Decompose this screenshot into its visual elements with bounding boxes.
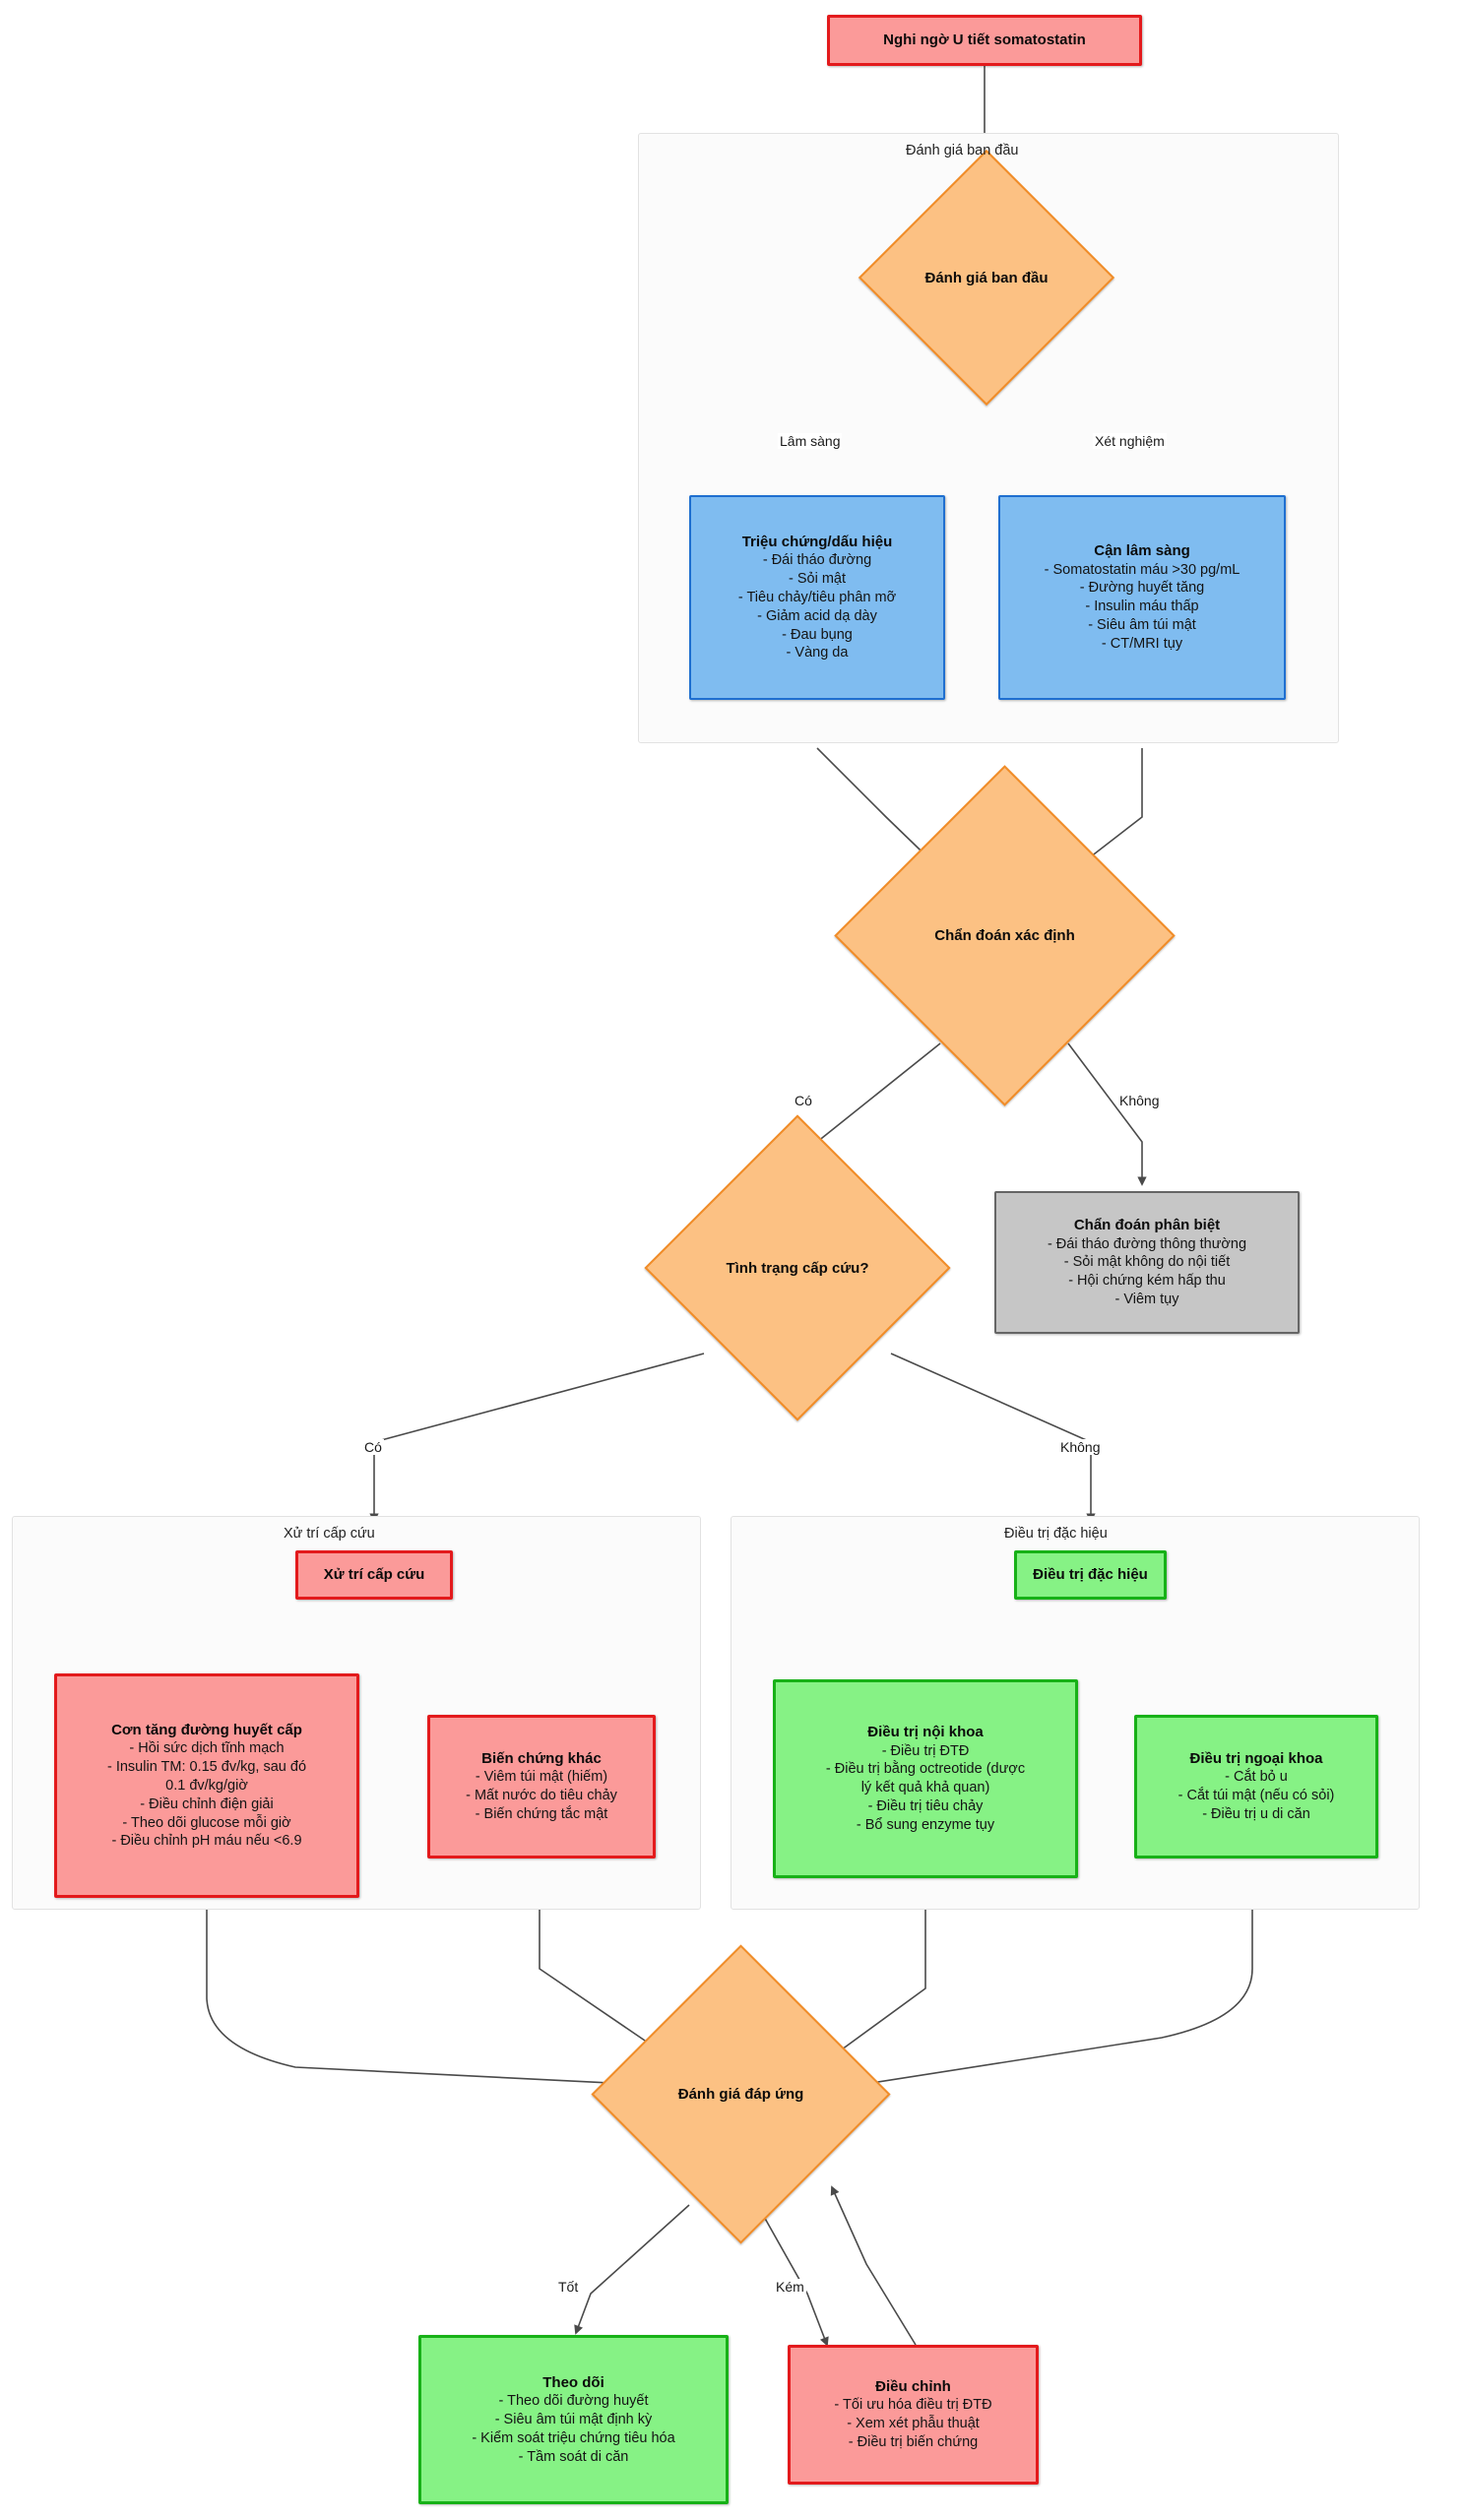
edge-label-response-good: Tốt: [556, 2279, 581, 2295]
node-hyperglycemia-line-1: - Insulin TM: 0.15 đv/kg, sau đó: [106, 1759, 307, 1776]
node-differential-title: Chẩn đoán phân biệt: [1073, 1217, 1221, 1234]
subgraph-initial-assessment-title: Đánh giá ban đầu: [906, 143, 1019, 158]
node-medical-treatment-line-2: lý kết quả khả quan): [860, 1780, 990, 1796]
edge-label-lab: Xét nghiệm: [1093, 433, 1167, 449]
node-other-complications-line-0: - Viêm túi mật (hiếm): [475, 1769, 608, 1786]
node-adjust-line-2: - Điều trị biến chứng: [848, 2434, 979, 2451]
node-clinical[interactable]: Triệu chứng/dấu hiệu - Đái tháo đường - …: [689, 495, 945, 700]
node-emergency-decision-label: Tình trạng cấp cứu?: [726, 1259, 869, 1277]
node-adjust-line-1: - Xem xét phẫu thuật: [847, 2416, 980, 2432]
edge-label-confirm-yes: Có: [793, 1093, 814, 1108]
node-clinical-line-0: - Đái tháo đường: [762, 552, 872, 569]
node-hyperglycemia[interactable]: Cơn tăng đường huyết cấp - Hồi sức dịch …: [54, 1673, 359, 1898]
node-surgical-treatment-line-1: - Cắt túi mật (nếu có sỏi): [1177, 1788, 1335, 1804]
node-response-decision[interactable]: Đánh giá đáp ứng: [591, 1944, 891, 2244]
node-medical-treatment-line-3: - Điều trị tiêu chảy: [867, 1798, 984, 1815]
node-hyperglycemia-line-3: - Điều chỉnh điện giải: [140, 1796, 274, 1812]
node-adjust-title: Điều chỉnh: [875, 2377, 951, 2395]
node-confirm-diagnosis-label: Chẩn đoán xác định: [934, 927, 1075, 944]
node-surgical-treatment[interactable]: Điều trị ngoại khoa - Cắt bỏ u - Cắt túi…: [1134, 1715, 1378, 1858]
node-specific-head-title: Điều trị đặc hiệu: [1033, 1566, 1148, 1584]
node-differential[interactable]: Chẩn đoán phân biệt - Đái tháo đường thô…: [994, 1191, 1300, 1334]
node-other-complications[interactable]: Biến chứng khác - Viêm túi mật (hiếm) - …: [427, 1715, 656, 1858]
edge-hyperglycemia-to-response: [206, 1897, 652, 2090]
node-clinical-line-4: - Đau bụng: [782, 626, 853, 643]
node-specific-head[interactable]: Điều trị đặc hiệu: [1014, 1550, 1167, 1600]
subgraph-emergency-title: Xử trí cấp cứu: [284, 1526, 375, 1542]
node-medical-treatment-title: Điều trị nội khoa: [867, 1724, 984, 1741]
node-hyperglycemia-line-2: 0.1 đv/kg/giờ: [165, 1777, 248, 1794]
node-adjust-line-0: - Tối ưu hóa điều trị ĐTĐ: [834, 2397, 992, 2414]
node-followup-line-2: - Kiểm soát triệu chứng tiêu hóa: [472, 2429, 675, 2446]
edge-confirm-to-differential: [1067, 1042, 1147, 1186]
edge-label-emergency-no: Không: [1058, 1439, 1103, 1455]
edge-emergency-no: [890, 1353, 1096, 1523]
edge-label-response-poor: Kém: [774, 2279, 806, 2295]
edge-label-confirm-no: Không: [1117, 1093, 1162, 1108]
node-surgical-treatment-line-0: - Cắt bỏ u: [1225, 1769, 1288, 1786]
node-differential-line-2: - Hội chứng kém hấp thu: [1068, 1273, 1226, 1290]
node-emergency-head[interactable]: Xử trí cấp cứu: [295, 1550, 453, 1600]
node-hyperglycemia-line-5: - Điều chỉnh pH máu nếu <6.9: [111, 1833, 302, 1850]
edge-adjust-to-response: [830, 2185, 917, 2346]
node-initial-decision-label: Đánh giá ban đầu: [924, 269, 1049, 286]
node-confirm-diagnosis[interactable]: Chẩn đoán xác định: [834, 765, 1176, 1106]
node-initial-decision[interactable]: Đánh giá ban đầu: [858, 149, 1115, 407]
edge-label-emergency-yes: Có: [362, 1439, 384, 1455]
node-emergency-head-title: Xử trí cấp cứu: [323, 1566, 425, 1584]
node-response-decision-label: Đánh giá đáp ứng: [677, 2086, 804, 2103]
node-clinical-line-3: - Giảm acid dạ dày: [757, 607, 877, 624]
node-followup-line-0: - Theo dõi đường huyết: [498, 2393, 649, 2410]
node-differential-line-1: - Sỏi mật không do nội tiết: [1063, 1254, 1231, 1271]
node-clinical-line-1: - Sỏi mật: [788, 571, 846, 588]
node-followup-title: Theo dõi: [542, 2373, 604, 2391]
node-hyperglycemia-line-0: - Hồi sức dịch tĩnh mạch: [129, 1740, 285, 1757]
node-followup[interactable]: Theo dõi - Theo dõi đường huyết - Siêu â…: [418, 2335, 729, 2504]
node-paraclinical-line-1: - Đường huyết tăng: [1079, 580, 1205, 597]
node-paraclinical-line-3: - Siêu âm túi mật: [1088, 617, 1196, 634]
node-hyperglycemia-line-4: - Theo dõi glucose mỗi giờ: [122, 1814, 291, 1831]
node-medical-treatment[interactable]: Điều trị nội khoa - Điều trị ĐTĐ - Điều …: [773, 1679, 1078, 1878]
node-paraclinical-line-0: - Somatostatin máu >30 pg/mL: [1044, 561, 1240, 578]
node-medical-treatment-line-0: - Điều trị ĐTĐ: [881, 1742, 970, 1759]
edge-response-good: [574, 2204, 690, 2335]
node-start[interactable]: Nghi ngờ U tiết somatostatin: [827, 15, 1142, 66]
node-emergency-decision[interactable]: Tình trạng cấp cứu?: [644, 1114, 951, 1421]
node-start-title: Nghi ngờ U tiết somatostatin: [883, 32, 1086, 49]
node-medical-treatment-line-4: - Bổ sung enzyme tụy: [856, 1817, 995, 1834]
node-clinical-line-2: - Tiêu chảy/tiêu phân mỡ: [737, 589, 897, 605]
node-clinical-title: Triệu chứng/dấu hiệu: [741, 533, 893, 550]
node-followup-line-3: - Tầm soát di căn: [518, 2448, 629, 2465]
node-surgical-treatment-line-2: - Điều trị u di căn: [1202, 1806, 1310, 1823]
node-medical-treatment-line-1: - Điều trị bằng octreotide (dược: [825, 1761, 1026, 1778]
node-paraclinical[interactable]: Cận lâm sàng - Somatostatin máu >30 pg/m…: [998, 495, 1286, 700]
node-clinical-line-5: - Vàng da: [786, 645, 849, 662]
node-hyperglycemia-title: Cơn tăng đường huyết cấp: [111, 1721, 302, 1738]
node-paraclinical-line-4: - CT/MRI tụy: [1101, 636, 1183, 653]
edge-emergency-yes: [369, 1353, 705, 1523]
node-differential-line-3: - Viêm tụy: [1114, 1292, 1179, 1308]
node-other-complications-title: Biến chứng khác: [481, 1749, 602, 1767]
node-paraclinical-title: Cận lâm sàng: [1094, 542, 1190, 560]
node-other-complications-line-2: - Biến chứng tắc mật: [475, 1806, 608, 1823]
node-differential-line-0: - Đái tháo đường thông thường: [1047, 1235, 1247, 1252]
edge-label-clinical: Lâm sàng: [778, 433, 843, 449]
subgraph-specific-treatment-title: Điều trị đặc hiệu: [1004, 1526, 1108, 1542]
node-adjust[interactable]: Điều chỉnh - Tối ưu hóa điều trị ĐTĐ - X…: [788, 2345, 1039, 2485]
node-other-complications-line-1: - Mất nước do tiêu chảy: [466, 1788, 617, 1804]
node-paraclinical-line-2: - Insulin máu thấp: [1085, 598, 1199, 615]
node-followup-line-1: - Siêu âm túi mật định kỳ: [494, 2411, 653, 2427]
node-surgical-treatment-title: Điều trị ngoại khoa: [1189, 1749, 1323, 1767]
